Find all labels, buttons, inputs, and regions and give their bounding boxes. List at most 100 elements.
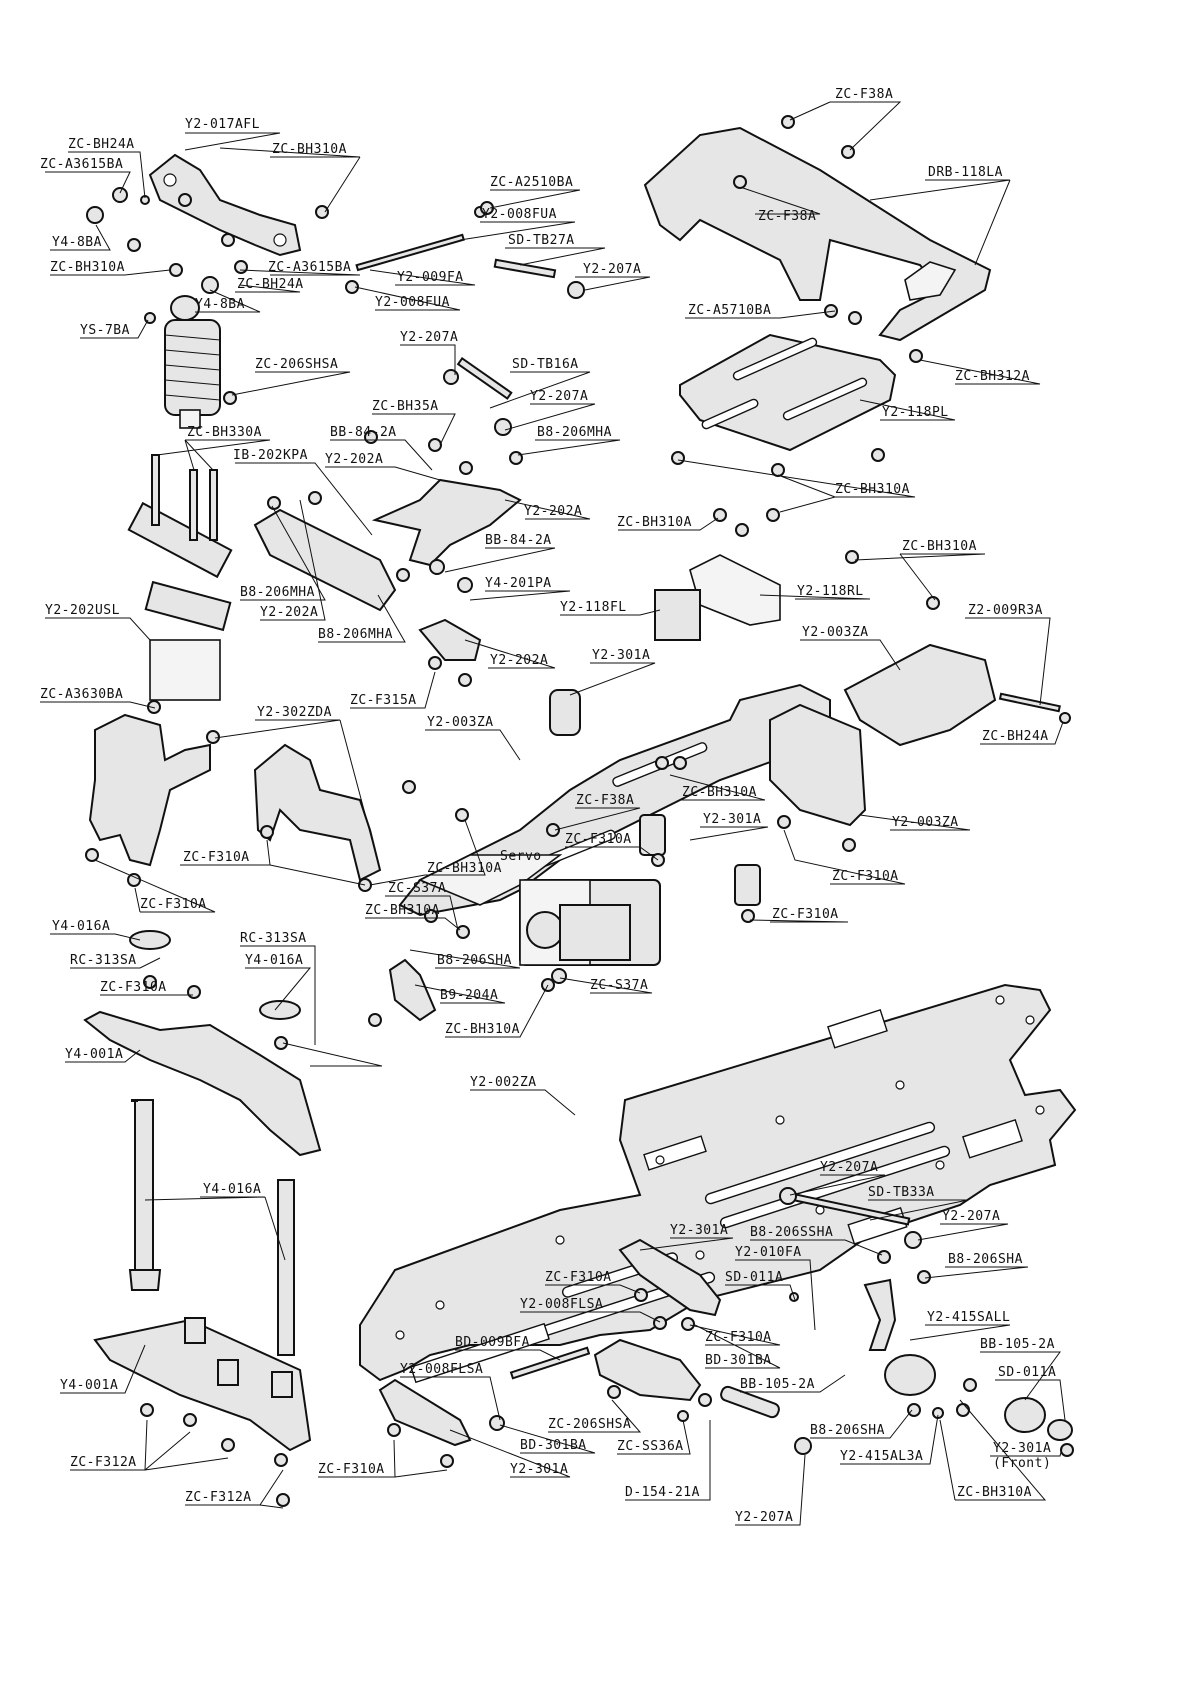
part-label: BB-105-2A bbox=[980, 1337, 1055, 1352]
turnbuckles bbox=[355, 233, 1061, 713]
part-label: Y2-202A bbox=[260, 605, 318, 620]
part-label: Y2-003ZA bbox=[802, 625, 869, 640]
part-label: Y2-003ZA bbox=[892, 815, 959, 830]
part-label: ZC-BH330A bbox=[187, 425, 262, 440]
part-label: Y2-207A bbox=[530, 389, 588, 404]
upper-deck bbox=[398, 683, 831, 917]
part-label: B8-206SSHA bbox=[750, 1225, 833, 1240]
part-label: Y2-002ZA bbox=[470, 1075, 537, 1090]
part-label: ZC-F312A bbox=[185, 1490, 252, 1505]
part-label: Y2-301A bbox=[592, 648, 650, 663]
part-label: Y2-017AFL bbox=[185, 117, 260, 132]
part-label: BD-301BA bbox=[520, 1438, 587, 1453]
screws bbox=[85, 115, 1074, 1507]
part-label: ZC-BH310A bbox=[445, 1022, 520, 1037]
rear-frame bbox=[643, 126, 992, 342]
part-label: ZC-BH310A bbox=[902, 539, 977, 554]
part-label: IB-202KPA bbox=[233, 448, 308, 463]
part-label: Servo bbox=[500, 849, 542, 864]
part-label: Y4-8BA bbox=[52, 235, 102, 250]
part-label: Y2-207A bbox=[942, 1209, 1000, 1224]
part-label: Y4-001A bbox=[60, 1378, 118, 1393]
part-label: ZC-BH312A bbox=[955, 369, 1030, 384]
part-label: Y2-301A bbox=[703, 812, 761, 827]
steering-assembly bbox=[253, 478, 581, 736]
part-label: RC-313SA bbox=[240, 931, 307, 946]
part-label: Y2-302ZDA bbox=[257, 705, 332, 720]
part-label: ZC-BH35A bbox=[372, 399, 439, 414]
part-label: Y2-008FLSA bbox=[520, 1297, 603, 1312]
part-label: Y2-207A bbox=[820, 1160, 878, 1175]
part-label: ZC-BH310A bbox=[682, 785, 757, 800]
part-label: ZC-A3615BA bbox=[268, 260, 351, 275]
rear-hub-assembly bbox=[378, 1190, 1073, 1447]
part-label: Y4-201PA bbox=[485, 576, 552, 591]
shock-absorber bbox=[164, 295, 221, 429]
part-label: SD-TB16A bbox=[512, 357, 579, 372]
part-label: SD-TB27A bbox=[508, 233, 575, 248]
part-label: Y2-415SALL bbox=[927, 1310, 1010, 1325]
part-label: BD-009BFA bbox=[455, 1335, 530, 1350]
part-label: ZC-S37A bbox=[388, 881, 446, 896]
part-label: ZC-F310A bbox=[100, 980, 167, 995]
part-label: ZC-BH310A bbox=[365, 903, 440, 918]
part-label: B9-204A bbox=[440, 988, 498, 1003]
part-label: Z2-009R3A bbox=[968, 603, 1043, 618]
front-bulkhead bbox=[88, 501, 233, 867]
part-label: Y2-202A bbox=[325, 452, 383, 467]
part-label: Y2-008FUA bbox=[482, 207, 557, 222]
part-label: ZC-BH24A bbox=[237, 277, 304, 292]
part-label: ZC-A3630BA bbox=[40, 687, 123, 702]
servo-mount-posts bbox=[639, 814, 761, 906]
part-labels: ZC-F38A Y2-017AFL ZC-BH24A ZC-BH310A ZC-… bbox=[40, 87, 1056, 1525]
part-label: ZC-F310A bbox=[832, 869, 899, 884]
part-label: ZC-F315A bbox=[350, 693, 417, 708]
part-label: ZC-BH310A bbox=[835, 482, 910, 497]
front-bumper bbox=[83, 930, 322, 1157]
part-label: ZC-BH310A bbox=[272, 142, 347, 157]
part-label: Y4-016A bbox=[203, 1182, 261, 1197]
part-label: ZC-BH24A bbox=[982, 729, 1049, 744]
part-label: Y2-207A bbox=[583, 262, 641, 277]
part-label: ZC-F310A bbox=[318, 1462, 385, 1477]
part-label: ZC-BH310A bbox=[617, 515, 692, 530]
part-label: RC-313SA bbox=[70, 953, 137, 968]
part-label: ZC-F310A bbox=[545, 1270, 612, 1285]
part-label: Y2-118PL bbox=[882, 405, 949, 420]
part-label: SD-TB33A bbox=[868, 1185, 935, 1200]
part-label: ZC-206SHSA bbox=[548, 1417, 631, 1432]
part-label: Y2-301A bbox=[670, 1223, 728, 1238]
part-label: ZC-F312A bbox=[70, 1455, 137, 1470]
part-label: B8-206MHA bbox=[240, 585, 315, 600]
part-label: ZC-F310A bbox=[565, 832, 632, 847]
part-label: Y4-001A bbox=[65, 1047, 123, 1062]
part-label: ZC-F310A bbox=[705, 1330, 772, 1345]
part-label: Y4-8BA bbox=[195, 297, 245, 312]
part-label: ZC-F38A bbox=[835, 87, 893, 102]
part-label: D-154-21A bbox=[625, 1485, 700, 1500]
part-label: ZC-BH310A bbox=[427, 861, 502, 876]
servo-horn bbox=[388, 958, 437, 1022]
part-label: Y2-118RL bbox=[797, 584, 864, 599]
part-label: ZC-F310A bbox=[772, 907, 839, 922]
part-label: Y2-202A bbox=[524, 504, 582, 519]
part-label: Y2-207A bbox=[400, 330, 458, 345]
part-label: Y4-016A bbox=[52, 919, 110, 934]
part-label: SD-011A bbox=[725, 1270, 783, 1285]
part-label: Y2-003ZA bbox=[427, 715, 494, 730]
part-label: ZC-S37A bbox=[590, 978, 648, 993]
part-label: ZC-A3615BA bbox=[40, 157, 123, 172]
part-label: BD-301BA bbox=[705, 1353, 772, 1368]
battery-plate bbox=[679, 333, 897, 452]
part-label: Y2-118FL bbox=[560, 600, 627, 615]
part-label: B8-206MHA bbox=[318, 627, 393, 642]
part-label: (Front) bbox=[993, 1456, 1051, 1471]
part-label: Y2-009FA bbox=[397, 270, 464, 285]
part-label: Y2-415AL3A bbox=[840, 1449, 923, 1464]
part-label: BB-84-2A bbox=[330, 425, 397, 440]
part-label: B8-206SHA bbox=[437, 953, 512, 968]
main-chassis-plate bbox=[359, 983, 1077, 1384]
part-label: ZC-A2510BA bbox=[490, 175, 573, 190]
part-label: Y2-202A bbox=[490, 653, 548, 668]
